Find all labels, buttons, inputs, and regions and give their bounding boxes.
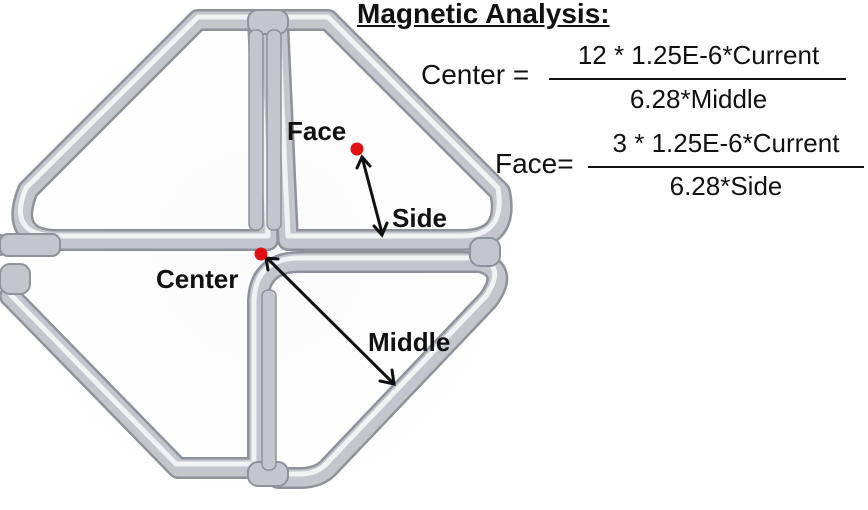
coil-lead — [0, 233, 61, 257]
coil-lead-lower — [0, 263, 31, 295]
middle-label: Middle — [368, 327, 451, 357]
side-arrow-head-top — [355, 154, 372, 170]
page-title: Magnetic Analysis: — [357, 0, 610, 29]
center-equation-numerator: 12 * 1.25E-6*Current — [577, 40, 820, 70]
center-marker — [254, 247, 268, 261]
side-arrow-head-bottom — [372, 221, 389, 238]
face-equation-prefix: Face= — [495, 148, 574, 179]
side-arrow — [360, 155, 384, 235]
face-marker — [350, 142, 364, 156]
face-equation-numerator: 3 * 1.25E-6*Current — [612, 128, 840, 158]
face-equation-denominator: 6.28*Side — [669, 171, 783, 201]
coil-strand — [266, 29, 282, 231]
side-label: Side — [392, 203, 447, 233]
face-label: Face — [287, 116, 347, 146]
middle-arrow — [266, 257, 395, 385]
center-equation-denominator: 6.28*Middle — [629, 84, 768, 114]
center-equation-prefix: Center = — [421, 59, 530, 90]
coil-strand — [248, 29, 264, 231]
middle-arrow-head-bottom — [378, 368, 396, 386]
coil-joint-right — [469, 237, 501, 267]
center-label: Center — [156, 264, 239, 294]
arrows — [264, 154, 396, 386]
coil-strand — [261, 289, 277, 471]
